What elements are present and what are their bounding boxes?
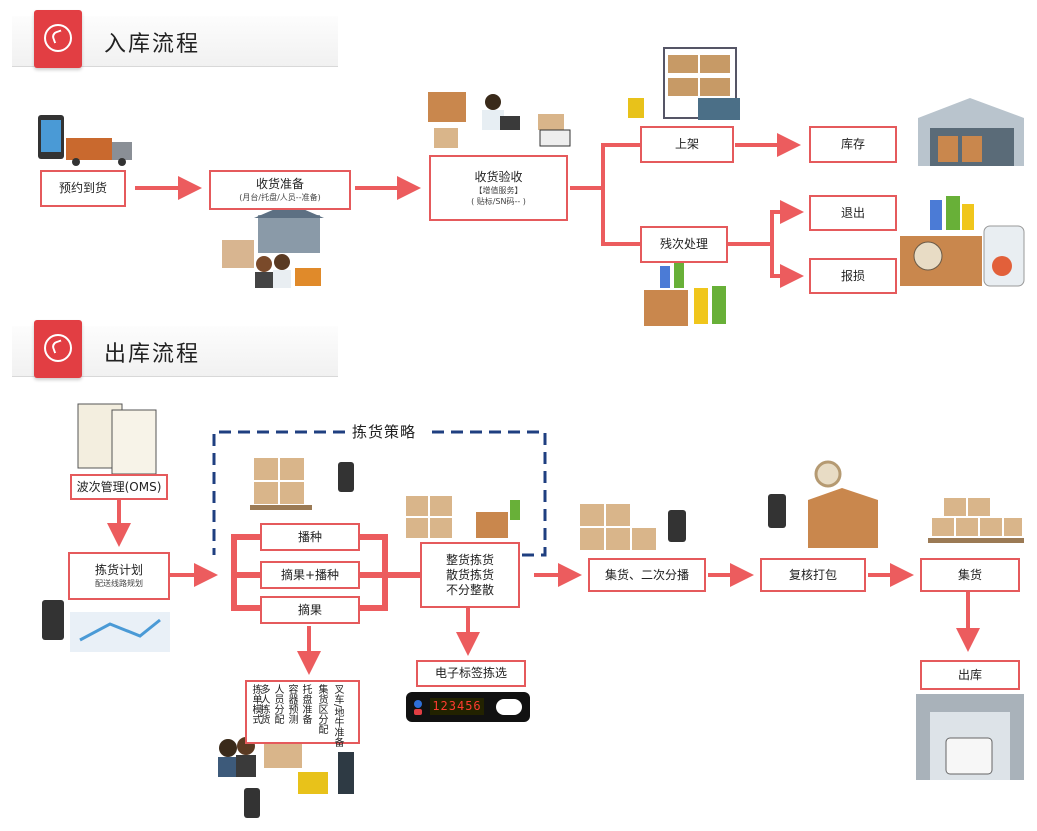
outbound-header: 出库流程 xyxy=(12,320,338,378)
step-pack-label: 复核打包 xyxy=(788,567,837,582)
pick-detail-box xyxy=(245,680,360,744)
flow-icon xyxy=(34,10,82,68)
step-scrap-label: 报损 xyxy=(840,268,865,283)
step-putaway-label: 上架 xyxy=(674,137,699,151)
step-plan[interactable]: 拣货计划 配送线路规划 xyxy=(68,552,170,600)
clipboard-illustration xyxy=(77,403,157,475)
step-return-label: 退出 xyxy=(840,205,865,220)
mixed-goods-illustration xyxy=(406,496,520,538)
detail-col-2: 集货区分配 xyxy=(316,684,327,734)
step-eslabel[interactable]: 电子标签拣选 xyxy=(416,660,526,687)
defective-goods-illustration xyxy=(644,262,726,326)
team-forklift-illustration xyxy=(218,737,354,818)
step-eslabel-label: 电子标签拣选 xyxy=(434,666,507,680)
step-prepare-label: 收货准备 xyxy=(255,177,304,191)
step-receive-label: 收货验收 xyxy=(474,169,523,184)
detail-col-7: 拣单模式 xyxy=(250,684,261,724)
step-prepare-sub: (月台/托盘/人员--准备) xyxy=(239,193,321,202)
detail-col-6: 多人拣货 xyxy=(258,684,269,724)
step-appointment-label: 预约到货 xyxy=(58,181,107,195)
step-pick-seed-label: 摘果+播种 xyxy=(280,567,340,582)
step-scrap[interactable]: 报损 xyxy=(809,258,897,294)
step-collect[interactable]: 集货 xyxy=(920,558,1020,592)
step-ship-label: 出库 xyxy=(957,667,982,682)
pick-mode-whole: 整货拣货 xyxy=(445,552,494,567)
step-stock-label: 库存 xyxy=(840,137,865,151)
detail-col-5: 人员分配 xyxy=(272,684,283,724)
red-indicator-icon xyxy=(414,709,422,715)
warehouse-illustration xyxy=(918,98,1024,166)
step-pick-label: 摘果 xyxy=(297,602,322,617)
step-pick-modes[interactable]: 整货拣货 散货拣货 不分整散 xyxy=(420,542,520,608)
stacked-boxes-illustration xyxy=(928,498,1024,543)
pallet-boxes-illustration xyxy=(250,458,354,510)
step-putaway[interactable]: 上架 xyxy=(640,126,734,163)
step-pick-seed[interactable]: 摘果+播种 xyxy=(260,561,360,589)
flow-icon xyxy=(34,320,82,378)
step-prepare[interactable]: 收货准备 (月台/托盘/人员--准备) xyxy=(209,170,351,210)
step-receive-sub2: ( 贴标/SN码-- ) xyxy=(471,196,526,206)
step-defect[interactable]: 残次处理 xyxy=(640,226,728,263)
shelf-illustration xyxy=(628,47,740,120)
step-appointment[interactable]: 预约到货 xyxy=(40,170,126,207)
step-receive[interactable]: 收货验收 【增值服务】 ( 贴标/SN码-- ) xyxy=(429,155,568,221)
blue-indicator-icon xyxy=(414,700,422,708)
returned-goods-illustration xyxy=(900,196,1025,287)
step-gather-label: 集货、二次分播 xyxy=(604,567,689,582)
step-seed-label: 播种 xyxy=(297,529,322,544)
step-pack[interactable]: 复核打包 xyxy=(760,558,866,592)
gather-illustration xyxy=(580,504,686,550)
route-map-illustration xyxy=(42,600,170,652)
detail-col-4: 容器预测 xyxy=(286,684,297,724)
inbound-header: 入库流程 xyxy=(12,10,338,68)
truck-phone-illustration xyxy=(38,115,132,166)
inbound-title: 入库流程 xyxy=(104,32,201,57)
step-gather[interactable]: 集货、二次分播 xyxy=(588,558,706,592)
step-receive-sub1: 【增值服务】 xyxy=(474,185,523,195)
inspection-illustration xyxy=(428,92,571,148)
step-ship[interactable]: 出库 xyxy=(920,660,1020,690)
step-wave-label: 波次管理(OMS) xyxy=(76,479,162,494)
step-pick[interactable]: 摘果 xyxy=(260,596,360,624)
step-seed[interactable]: 播种 xyxy=(260,523,360,551)
step-stock[interactable]: 库存 xyxy=(809,126,897,163)
step-defect-label: 残次处理 xyxy=(659,237,708,251)
step-collect-label: 集货 xyxy=(957,567,982,582)
electronic-label-device: 123456 xyxy=(406,692,530,722)
led-digits: 123456 xyxy=(430,698,484,715)
detail-col-1: 叉车/地牛准备 xyxy=(332,684,343,748)
dock-worker-illustration xyxy=(222,203,324,288)
outbound-title: 出库流程 xyxy=(104,342,201,367)
step-plan-sub: 配送线路规划 xyxy=(95,579,143,588)
detail-col-3: 托盘准备 xyxy=(300,684,311,724)
step-plan-label: 拣货计划 xyxy=(94,563,143,577)
pick-mode-loose: 散货拣货 xyxy=(445,567,494,582)
pick-mode-mixed: 不分整散 xyxy=(445,582,494,597)
confirm-button-icon xyxy=(496,699,522,715)
pack-illustration xyxy=(768,460,878,548)
step-wave[interactable]: 波次管理(OMS) xyxy=(70,474,168,500)
step-return[interactable]: 退出 xyxy=(809,195,897,231)
loading-dock-illustration xyxy=(916,694,1024,780)
strategy-title: 拣货策略 xyxy=(348,421,421,442)
